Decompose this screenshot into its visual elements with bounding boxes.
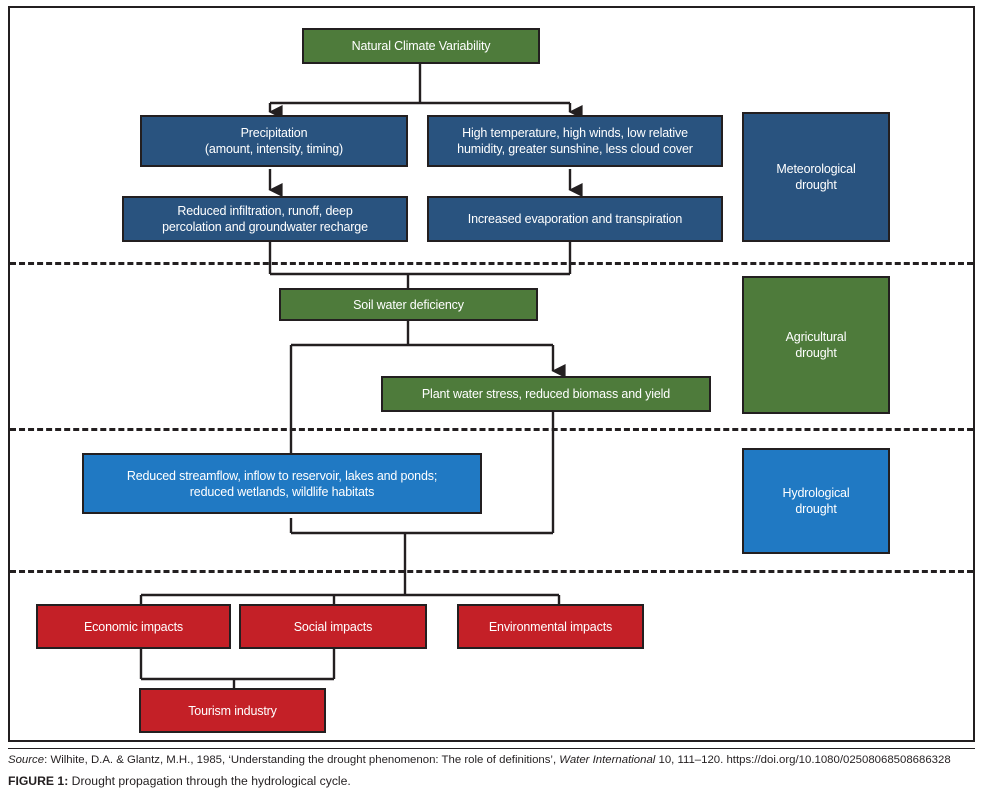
node-label: Natural Climate Variability — [351, 39, 491, 53]
separator-hydrological — [10, 570, 973, 573]
legend-label-line1: Meteorological — [776, 161, 856, 176]
caption-rule — [8, 748, 975, 749]
node-label: Plant water stress, reduced biomass and … — [421, 387, 671, 401]
figure-label: FIGURE 1: — [8, 774, 69, 788]
source-text-part2: 10, 111–120. https://doi.org/10.1080/025… — [655, 754, 951, 766]
node-label: Environmental impacts — [488, 619, 613, 634]
node-label-line2: (amount, intensity, timing) — [204, 142, 344, 156]
node-label-line2: humidity, greater sunshine, less cloud c… — [457, 142, 693, 156]
legend-label-line1: Agricultural — [785, 329, 847, 344]
node-high-temperature[interactable]: High temperature, high winds, low relati… — [427, 115, 723, 167]
node-label: Increased evaporation and transpiration — [467, 212, 683, 226]
figure-source: Source: Wilhite, D.A. & Glantz, M.H., 19… — [8, 752, 975, 769]
source-journal: Water International — [559, 754, 656, 766]
source-separator: : — [44, 754, 51, 766]
node-natural-climate-variability[interactable]: Natural Climate Variability — [302, 28, 540, 64]
source-text-part1: Wilhite, D.A. & Glantz, M.H., 1985, ‘Und… — [50, 754, 560, 766]
figure-caption-text: Drought propagation through the hydrolog… — [68, 774, 351, 788]
legend-label-line2: drought — [795, 178, 837, 192]
node-label-line1: Precipitation — [240, 126, 308, 140]
connector-lines — [139, 64, 583, 688]
figure-caption: FIGURE 1: Drought propagation through th… — [8, 773, 975, 791]
node-label: Social impacts — [293, 619, 373, 634]
legend-label-line1: Hydrological — [782, 485, 850, 500]
node-label-line1: Reduced streamflow, inflow to reservoir,… — [126, 468, 438, 483]
legend-meteorological-drought[interactable]: Meteorological drought — [742, 112, 890, 242]
legend-agricultural-drought[interactable]: Agricultural drought — [742, 276, 890, 414]
node-label: Soil water deficiency — [353, 297, 464, 312]
node-reduced-streamflow[interactable]: Reduced streamflow, inflow to reservoir,… — [82, 453, 482, 514]
separator-meteorological — [10, 262, 973, 265]
node-environmental-impacts[interactable]: Environmental impacts — [457, 604, 644, 649]
node-label-line2: percolation and groundwater recharge — [162, 220, 368, 234]
node-label: Economic impacts — [83, 619, 184, 634]
node-label-line1: Reduced infiltration, runoff, deep — [177, 204, 353, 218]
node-economic-impacts[interactable]: Economic impacts — [36, 604, 231, 649]
legend-label-line2: drought — [795, 346, 837, 360]
node-soil-water-deficiency[interactable]: Soil water deficiency — [279, 288, 538, 321]
node-plant-water-stress[interactable]: Plant water stress, reduced biomass and … — [381, 376, 711, 412]
node-label: Tourism industry — [188, 703, 277, 718]
node-increased-evaporation[interactable]: Increased evaporation and transpiration — [427, 196, 723, 242]
node-precipitation[interactable]: Precipitation (amount, intensity, timing… — [140, 115, 408, 167]
legend-label-line2: drought — [795, 502, 837, 516]
node-reduced-infiltration[interactable]: Reduced infiltration, runoff, deep perco… — [122, 196, 408, 242]
separator-agricultural — [10, 428, 973, 431]
legend-hydrological-drought[interactable]: Hydrological drought — [742, 448, 890, 554]
node-label-line1: High temperature, high winds, low relati… — [462, 126, 688, 140]
source-label: Source — [8, 754, 45, 766]
node-tourism-industry[interactable]: Tourism industry — [139, 688, 326, 733]
node-social-impacts[interactable]: Social impacts — [239, 604, 427, 649]
node-label-line2: reduced wetlands, wildlife habitats — [189, 484, 375, 499]
